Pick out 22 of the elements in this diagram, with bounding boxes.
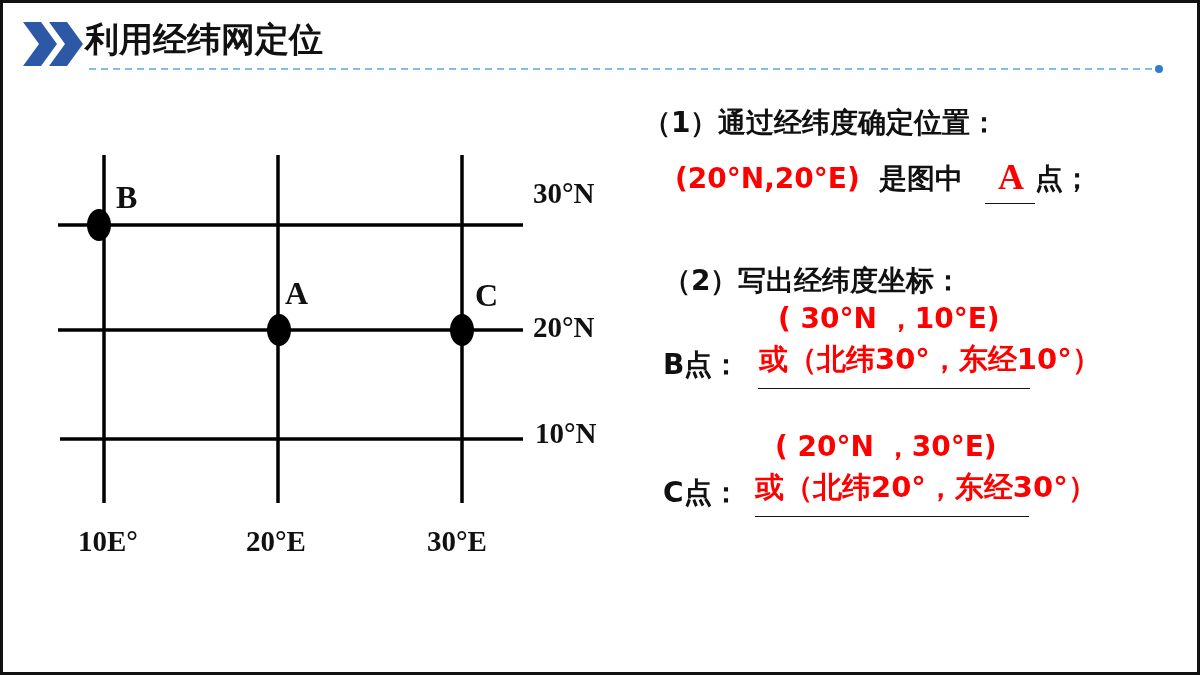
longitude-label: 20°E	[246, 525, 306, 559]
question-text: B点：	[663, 349, 741, 382]
point-label: C	[475, 277, 499, 314]
latitude-label: 20°N	[533, 311, 595, 345]
question-text: C点：	[663, 477, 740, 510]
question-text: 点；	[1035, 163, 1091, 196]
point-label: A	[285, 275, 309, 312]
slide-title: 利用经纬网定位	[85, 18, 323, 61]
longitude-label: 30°E	[427, 525, 487, 559]
coordinate-text: (20°N,20°E)	[675, 163, 860, 196]
point-label: B	[116, 179, 138, 216]
longitude-label: 10E°	[78, 525, 138, 559]
answer-text: ( 30°N ，10°E)	[778, 303, 1000, 336]
answer-text: 或（北纬20°，东经30°）	[755, 471, 1097, 505]
latitude-label: 10°N	[535, 417, 597, 451]
question-text: 是图中	[879, 163, 963, 196]
answer-text: ( 20°N ，30°E)	[775, 431, 997, 464]
question-text: （1）通过经纬度确定位置：	[643, 107, 999, 140]
latitude-label: 30°N	[533, 177, 595, 211]
answer-text: 或（北纬30°，东经10°）	[759, 343, 1101, 377]
answer-text: A	[998, 157, 1024, 199]
question-text: （2）写出经纬度坐标：	[663, 265, 963, 298]
